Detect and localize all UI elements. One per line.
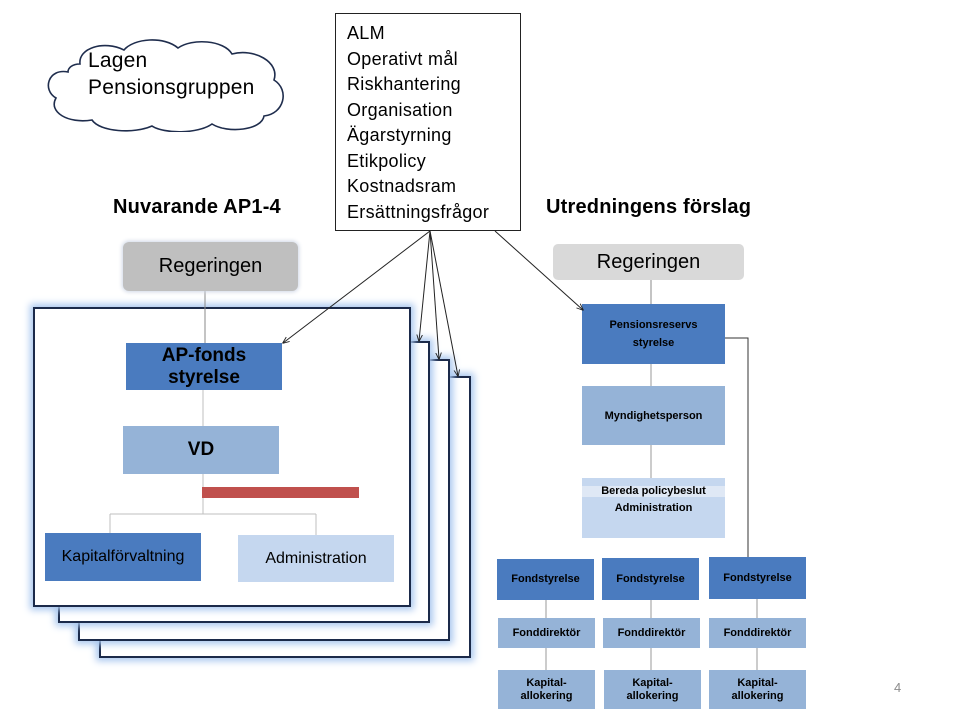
fund-director-box: Fonddirektör [603, 618, 700, 648]
prepare-policy-highlight [582, 486, 725, 497]
reserve-board-box: Pensionsreservs styrelse [582, 304, 725, 364]
fund-board-box: Fondstyrelse [497, 559, 594, 600]
left-government-box: Regeringen [123, 242, 298, 291]
administration-box: Administration [238, 535, 394, 582]
ceo-box: VD [123, 426, 279, 474]
capital-allocation-line-2: allokering [626, 689, 679, 702]
fund-board-box: Fondstyrelse [709, 557, 806, 599]
accent-bar [202, 487, 359, 498]
topic-item: Etikpolicy [347, 150, 427, 171]
fund-director-box: Fonddirektör [498, 618, 595, 648]
prepare-policy-box: Bereda policybeslut Administration [582, 478, 725, 538]
left-heading: Nuvarande AP1-4 [113, 196, 281, 218]
authority-person-box: Myndighetsperson [582, 386, 725, 445]
topics-box: ALM Operativt mål Riskhantering Organisa… [335, 13, 521, 231]
topic-item: Riskhantering [347, 74, 461, 94]
topic-item: Ägarstyrning [347, 125, 452, 145]
fund-board-box: Fondstyrelse [602, 558, 699, 600]
reserve-board-label: Pensionsreservs styrelse [609, 319, 698, 349]
right-government-box: Regeringen [553, 244, 744, 280]
ap-fund-board-box: AP-fonds styrelse [126, 343, 282, 390]
page-number: 4 [894, 680, 902, 695]
capital-allocation-line-1: Kapital- [737, 676, 778, 689]
cloud-line-2: Pensionsgruppen [88, 76, 255, 99]
topic-item: Ersättningsfrågor [347, 201, 490, 222]
topic-item: ALM [347, 23, 385, 43]
ap-fund-board-label: AP-fonds styrelse [161, 344, 247, 388]
prepare-policy-line: Bereda policybeslut [601, 485, 706, 497]
capital-allocation-line-2: allokering [520, 689, 573, 702]
capital-allocation-box: Kapital- allokering [498, 670, 595, 709]
topic-item: Kostnadsram [347, 176, 457, 196]
topic-item: Operativt mål [347, 48, 458, 69]
capital-allocation-box: Kapital- allokering [604, 670, 701, 709]
capital-allocation-line-2: allokering [731, 689, 784, 702]
fund-director-box: Fonddirektör [709, 618, 806, 648]
cloud-line-1: Lagen [88, 49, 148, 72]
capital-allocation-line-1: Kapital- [632, 676, 673, 689]
capital-allocation-line-1: Kapital- [526, 676, 567, 689]
cloud-label: Lagen Pensionsgruppen [88, 47, 254, 101]
right-heading: Utredningens förslag [546, 196, 752, 218]
topic-item: Organisation [347, 99, 453, 120]
capital-management-box: Kapitalförvaltning [45, 533, 201, 581]
capital-allocation-box: Kapital- allokering [709, 670, 806, 709]
prepare-admin-line: Administration [614, 502, 693, 514]
cloud-shape [47, 39, 284, 132]
